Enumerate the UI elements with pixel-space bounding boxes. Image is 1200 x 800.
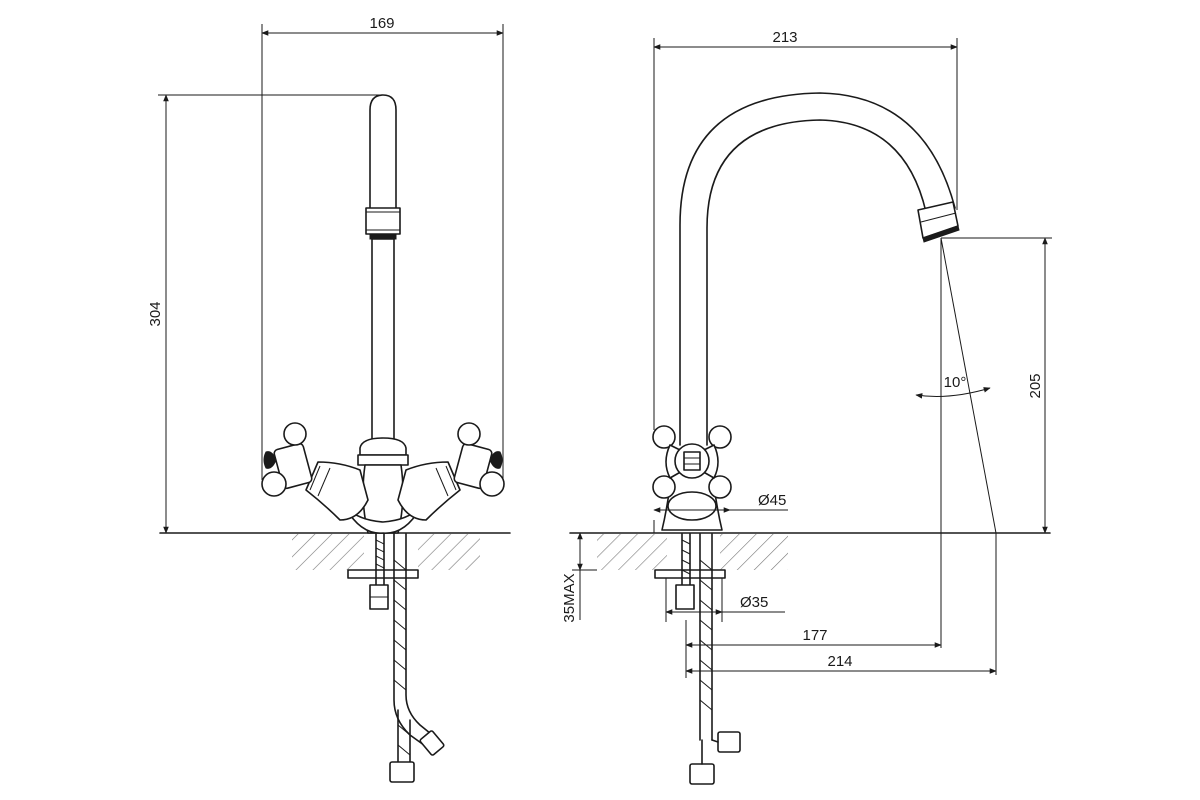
countertop-section-right bbox=[418, 534, 480, 570]
side-cross-handle bbox=[652, 425, 732, 531]
countertop-section-left bbox=[292, 534, 364, 570]
side-view: 213 205 10° Ø45 Ø35 bbox=[561, 29, 1052, 785]
angle-label: 10° bbox=[944, 374, 967, 391]
counter-thickness-label: 35MAX bbox=[561, 573, 578, 622]
front-body bbox=[343, 437, 423, 534]
side-mounting bbox=[654, 533, 741, 785]
front-spout bbox=[365, 94, 401, 440]
hole-diameter-label: Ø35 bbox=[740, 594, 768, 611]
front-right-handle bbox=[397, 422, 505, 521]
side-dimensions: 213 205 10° Ø45 Ø35 bbox=[561, 29, 1052, 678]
spout-height-label: 205 bbox=[1027, 373, 1044, 398]
reach-label: 213 bbox=[772, 29, 797, 46]
front-left-handle bbox=[261, 422, 369, 521]
front-view: 169 304 bbox=[147, 15, 511, 783]
stream-offset-label: 214 bbox=[827, 653, 852, 670]
front-width-label: 169 bbox=[369, 15, 394, 32]
outlet-offset-label: 177 bbox=[802, 627, 827, 644]
front-mounting bbox=[347, 533, 445, 783]
front-height-label: 304 bbox=[147, 301, 164, 326]
base-diameter-label: Ø45 bbox=[758, 492, 786, 509]
side-countertop-section-left bbox=[597, 534, 667, 570]
side-spout bbox=[679, 92, 960, 446]
side-countertop-section-right bbox=[720, 534, 788, 570]
front-dimensions: 169 304 bbox=[147, 15, 504, 534]
